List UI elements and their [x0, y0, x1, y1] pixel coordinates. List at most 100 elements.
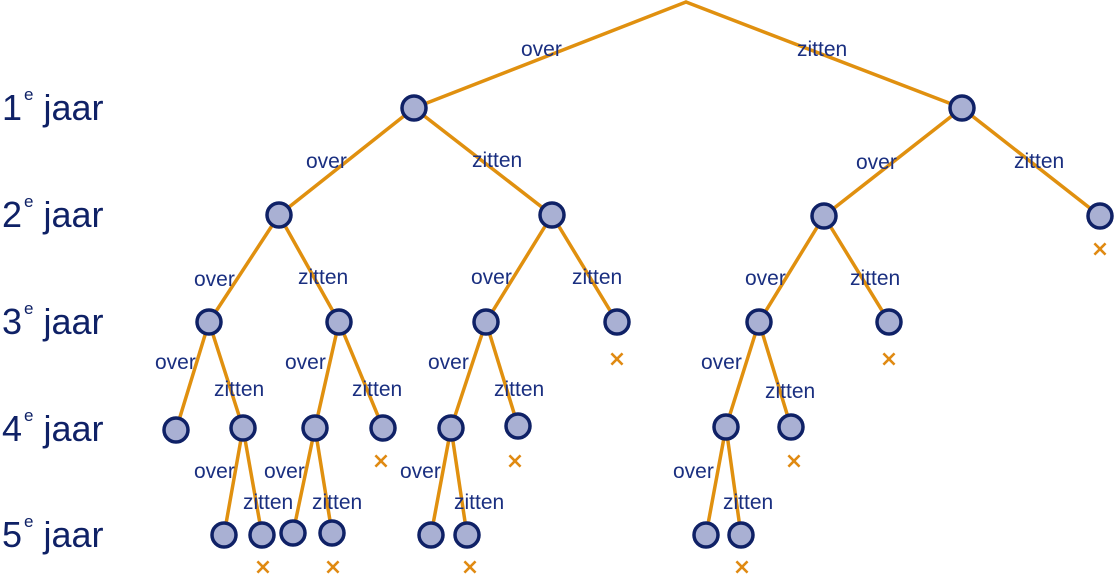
tree-node — [875, 308, 903, 336]
branch-label-over: over — [856, 151, 897, 174]
tree-node — [195, 308, 223, 336]
edge — [484, 213, 554, 324]
fail-marks: × × × × × × × × × × — [254, 237, 1109, 574]
tree-node — [301, 414, 329, 442]
branch-label-over: over — [471, 266, 512, 289]
branch-label-zitten: zitten — [572, 266, 622, 289]
fail-x-icon: × — [785, 449, 803, 474]
branch-label-zitten: zitten — [1014, 150, 1064, 173]
branch-label-over: over — [194, 460, 235, 483]
edge — [337, 320, 385, 430]
edge — [174, 320, 211, 432]
tree-node — [727, 521, 755, 549]
edge — [684, 0, 964, 110]
edge — [449, 426, 469, 537]
edge — [222, 426, 245, 537]
branch-label-over: over — [400, 460, 441, 483]
edge — [449, 320, 488, 430]
fail-x-icon: × — [733, 555, 751, 574]
edge — [822, 106, 964, 218]
tree-node — [472, 308, 500, 336]
tree-node — [162, 416, 190, 444]
branch-label-zitten: zitten — [298, 266, 348, 289]
branch-label-over: over — [285, 351, 326, 374]
tree-node — [692, 521, 720, 549]
branch-label-zitten: zitten — [352, 378, 402, 401]
tree-node — [948, 94, 976, 122]
branch-label-zitten: zitten — [312, 491, 362, 514]
branch-label-over: over — [155, 351, 196, 374]
edge — [757, 214, 826, 324]
branch-label-zitten: zitten — [850, 267, 900, 290]
branch-label-over: over — [428, 351, 469, 374]
branch-label-over: over — [264, 460, 305, 483]
branch-label-zitten: zitten — [454, 491, 504, 514]
edge — [724, 425, 743, 537]
fail-x-icon: × — [506, 449, 524, 474]
tree-node — [745, 308, 773, 336]
tree-node — [325, 308, 353, 336]
tree-node — [417, 521, 445, 549]
edge — [757, 320, 793, 429]
tree-node — [265, 201, 293, 229]
branch-label-over: over — [194, 268, 235, 291]
edge — [313, 320, 341, 430]
edge — [313, 426, 334, 535]
tree-edges — [174, 0, 1102, 537]
edge-labels: over zitten over zitten over zitten over… — [155, 38, 1064, 514]
edge — [291, 426, 317, 535]
branch-label-zitten: zitten — [243, 491, 293, 514]
branch-label-over: over — [701, 351, 742, 374]
tree-node — [453, 521, 481, 549]
fail-x-icon: × — [1091, 237, 1109, 262]
tree-node — [538, 201, 566, 229]
tree-node — [712, 413, 740, 441]
edge — [822, 214, 891, 324]
edge — [429, 426, 453, 537]
tree-node — [603, 308, 631, 336]
branch-label-over: over — [745, 267, 786, 290]
edge — [277, 213, 341, 324]
branch-label-zitten: zitten — [723, 491, 773, 514]
branch-label-zitten: zitten — [472, 149, 522, 172]
tree-node — [437, 414, 465, 442]
tree-node — [1086, 202, 1114, 230]
fail-x-icon: × — [461, 555, 479, 574]
tree-node — [810, 202, 838, 230]
fail-x-icon: × — [880, 347, 898, 372]
fail-x-icon: × — [372, 449, 390, 474]
tree-node — [248, 521, 276, 549]
branch-label-zitten: zitten — [765, 380, 815, 403]
fail-x-icon: × — [324, 555, 342, 574]
fail-x-icon: × — [254, 555, 272, 574]
edge — [412, 106, 554, 217]
tree-node — [229, 414, 257, 442]
edge — [207, 213, 281, 324]
branch-label-zitten: zitten — [797, 38, 847, 61]
tree-node — [504, 412, 532, 440]
tree-node — [400, 94, 428, 122]
branch-label-over: over — [306, 150, 347, 173]
tree-node — [369, 414, 397, 442]
edge — [960, 106, 1102, 218]
branch-label-zitten: zitten — [494, 378, 544, 401]
branch-label-zitten: zitten — [214, 378, 264, 401]
edge — [412, 0, 688, 110]
fail-x-icon: × — [608, 347, 626, 372]
branch-label-over: over — [521, 38, 562, 61]
tree-node — [318, 519, 346, 547]
edge — [207, 320, 245, 430]
edge — [277, 106, 416, 217]
edge — [241, 426, 264, 537]
edge — [484, 320, 520, 428]
tree-nodes — [162, 94, 1114, 549]
tree-node — [279, 519, 307, 547]
tree-node — [777, 413, 805, 441]
